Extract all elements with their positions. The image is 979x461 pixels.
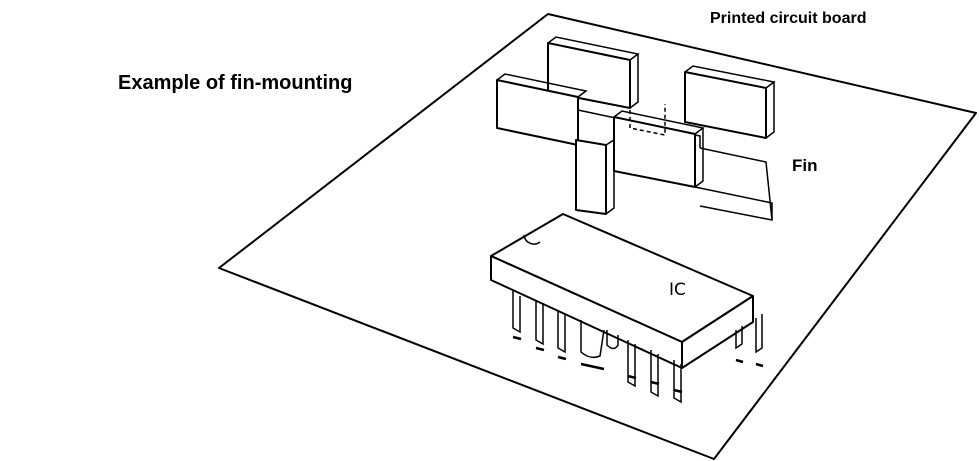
ic-chip (490, 213, 764, 404)
circuit-board-outline (218, 13, 977, 460)
fin-heatsink (496, 36, 776, 221)
circuit-board-label: Printed circuit board (710, 10, 867, 27)
fin-label: Fin (792, 156, 818, 175)
diagram-title: Example of fin-mounting (118, 72, 353, 94)
ic-label: IC (669, 280, 686, 300)
